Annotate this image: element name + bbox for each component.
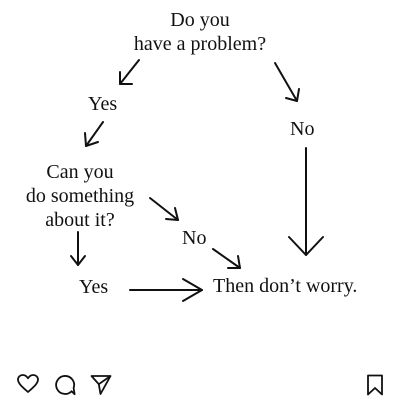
question-1-line-1: Do you	[170, 9, 230, 31]
question-2: Can you do something about it?	[0, 160, 160, 232]
arrow-no-1-to-result	[288, 147, 324, 256]
question-1: Do you have a problem?	[110, 8, 290, 56]
question-1-line-2: have a problem?	[133, 33, 267, 55]
arrow-to-no-1	[274, 62, 300, 102]
question-2-line-2: do something	[25, 185, 135, 207]
result-text: Then don’t worry.	[213, 275, 358, 297]
comment-icon[interactable]	[54, 374, 76, 396]
share-icon[interactable]	[90, 374, 112, 396]
answer-yes-2: Yes	[79, 276, 109, 298]
arrow-yes-2-to-result	[129, 278, 203, 302]
arrow-to-yes-2	[70, 231, 86, 266]
question-2-line-1: Can you	[46, 161, 114, 183]
question-2-line-3: about it?	[45, 209, 115, 231]
answer-no-1: No	[290, 118, 315, 140]
answer-no-2: No	[182, 227, 207, 249]
bookmark-icon[interactable]	[366, 374, 384, 396]
arrow-to-question-2	[84, 121, 104, 147]
arrow-to-no-2	[149, 197, 179, 221]
arrow-no-2-to-result	[212, 248, 241, 269]
answer-yes-1: Yes	[88, 93, 118, 115]
arrow-to-yes-1	[119, 59, 140, 85]
heart-icon[interactable]	[17, 374, 39, 394]
